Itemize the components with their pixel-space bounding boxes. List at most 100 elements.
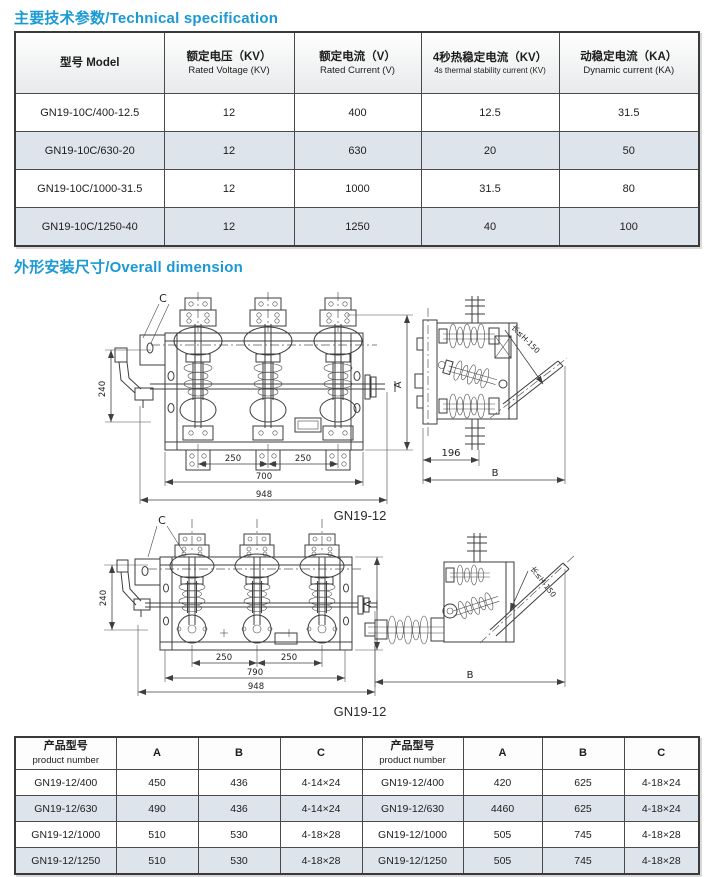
- table-cell: 4-18×28: [623, 847, 700, 875]
- table-cell: 1000: [293, 169, 422, 208]
- dim-label-depth: 196: [441, 448, 460, 459]
- table-cell: 450: [115, 769, 199, 796]
- table-cell: 12: [163, 131, 295, 170]
- table-cell: 505: [462, 821, 543, 848]
- drawing-front-view-bottom: 250 250 790 948 240 A C: [99, 514, 383, 696]
- table-cell: 4-14×24: [279, 795, 363, 822]
- column-header: 额定电流（V）Rated Current (V): [293, 31, 422, 94]
- table-cell: GN19-12/400: [14, 769, 117, 796]
- table-cell: 400: [293, 93, 422, 132]
- table-cell: 31.5: [558, 93, 700, 132]
- table-cell: 4460: [462, 795, 543, 822]
- dim-label-a: A: [393, 381, 404, 388]
- table-cell: GN19-12/1000: [14, 821, 117, 848]
- section-title-technical-specification: 主要技术参数/Technical specification: [14, 10, 279, 27]
- table-cell: 4-14×24: [279, 769, 363, 796]
- drawing-side-view-bottom: 长≤H-150 B: [364, 533, 576, 687]
- table-cell: 745: [541, 821, 625, 848]
- table-cell: 12.5: [420, 93, 560, 132]
- table-cell: 436: [197, 795, 281, 822]
- table-cell: GN19-12/400: [361, 769, 464, 796]
- table-cell: 4-18×28: [279, 821, 363, 848]
- table-cell: 50: [558, 131, 700, 170]
- column-header: 动稳定电流（KA）Dynamic current (KA): [558, 31, 700, 94]
- drawing-caption-bottom: GN19-12: [333, 704, 387, 719]
- dim-label-a: A: [363, 600, 374, 607]
- table-cell: 12: [163, 207, 295, 247]
- table-cell: 31.5: [420, 169, 560, 208]
- table-cell: 505: [462, 847, 543, 875]
- table-cell: 4-18×24: [623, 795, 700, 822]
- table-cell: 625: [541, 795, 625, 822]
- table-cell: 530: [197, 821, 281, 848]
- table-cell: GN19-10C/1000-31.5: [14, 169, 165, 208]
- corner-label-c: C: [159, 292, 167, 305]
- table-cell: GN19-12/1000: [361, 821, 464, 848]
- table-cell: 510: [115, 847, 199, 875]
- column-header: B: [197, 736, 281, 770]
- dim-label-overall-width: 948: [256, 490, 272, 500]
- corner-label-c: C: [158, 514, 166, 527]
- table-cell: 420: [462, 769, 543, 796]
- drawing-caption-top: GN19-12: [333, 508, 387, 523]
- dim-label-overall-width: 948: [248, 682, 264, 692]
- drawing-side-view-top: 长≤H-150 196 B: [414, 296, 568, 484]
- dim-label-frame-width: 700: [256, 472, 272, 482]
- table-cell: GN19-10C/400-12.5: [14, 93, 165, 132]
- table-cell: 40: [420, 207, 560, 247]
- column-header: B: [541, 736, 625, 770]
- table-cell: 4-18×24: [623, 769, 700, 796]
- column-header: 4秒热稳定电流（KV）4s thermal stability current …: [420, 31, 560, 94]
- table-cell: GN19-12/1250: [14, 847, 117, 875]
- dim-label-height: 240: [99, 590, 109, 606]
- table-cell: 630: [293, 131, 422, 170]
- column-header: 额定电压（KV）Rated Voltage (KV): [163, 31, 295, 94]
- column-header: 型号 Model: [14, 31, 165, 94]
- column-header: C: [623, 736, 700, 770]
- table-cell: GN19-12/1250: [361, 847, 464, 875]
- table-cell: 80: [558, 169, 700, 208]
- table-cell: GN19-12/630: [14, 795, 117, 822]
- column-header: A: [462, 736, 543, 770]
- table-cell: 745: [541, 847, 625, 875]
- dim-label-frame-width: 790: [247, 668, 263, 678]
- table-cell: 4-18×28: [279, 847, 363, 875]
- column-header: C: [279, 736, 363, 770]
- drawing-front-view-top: 250 250 700 948 240 A C: [98, 291, 413, 504]
- table-cell: 20: [420, 131, 560, 170]
- table-cell: 4-18×28: [623, 821, 700, 848]
- table-cell: 436: [197, 769, 281, 796]
- table-cell: 100: [558, 207, 700, 247]
- dim-label-b: B: [467, 670, 474, 681]
- table-cell: 490: [115, 795, 199, 822]
- dim-label-pole-pitch-right: 250: [281, 653, 297, 663]
- table-cell: 510: [115, 821, 199, 848]
- note-label-handle-length: 长≤H-150: [510, 322, 543, 355]
- dim-label-pole-pitch-right: 250: [295, 454, 311, 464]
- dim-label-b: B: [492, 468, 499, 479]
- table-cell: 12: [163, 169, 295, 208]
- section-title-overall-dimension: 外形安装尺寸/Overall dimension: [14, 259, 244, 276]
- dim-label-pole-pitch-left: 250: [225, 454, 241, 464]
- dim-label-height: 240: [98, 381, 108, 397]
- table-cell: 530: [197, 847, 281, 875]
- table-cell: GN19-10C/630-20: [14, 131, 165, 170]
- table-cell: 12: [163, 93, 295, 132]
- table-cell: GN19-12/630: [361, 795, 464, 822]
